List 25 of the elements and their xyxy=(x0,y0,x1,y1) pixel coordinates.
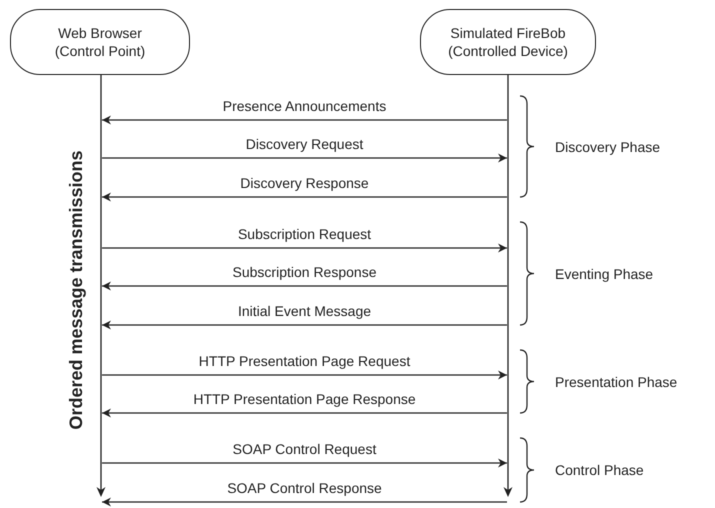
phase-label: Eventing Phase xyxy=(555,266,654,282)
message-arrow xyxy=(102,458,507,468)
message-label: Discovery Request xyxy=(244,136,366,152)
axis-title: Ordered message transmissions xyxy=(66,150,86,430)
phase-label: Control Phase xyxy=(555,462,644,478)
message-label: Subscription Response xyxy=(230,264,378,280)
message-label: Discovery Response xyxy=(238,175,371,191)
message-arrow xyxy=(102,192,507,202)
message-arrow xyxy=(102,370,507,380)
phase-label: Presentation Phase xyxy=(555,374,678,390)
message-label: SOAP Control Request xyxy=(230,441,378,457)
message-arrow xyxy=(102,116,507,124)
message-label: Presence Announcements xyxy=(220,98,388,114)
phase-label: Discovery Phase xyxy=(555,138,660,154)
participant-box: Web Browser (Control Point) xyxy=(10,9,190,75)
message-arrow xyxy=(102,498,507,506)
participant-box: Simulated FireBob (Controlled Device) xyxy=(420,9,596,75)
message-arrow xyxy=(102,282,507,290)
message-arrow xyxy=(102,408,507,418)
message-arrow xyxy=(102,320,507,330)
message-arrow xyxy=(102,244,507,252)
message-arrow xyxy=(102,154,507,162)
message-label: HTTP Presentation Page Request xyxy=(196,353,412,369)
message-label: Subscription Request xyxy=(236,226,374,242)
message-label: SOAP Control Response xyxy=(225,480,384,496)
